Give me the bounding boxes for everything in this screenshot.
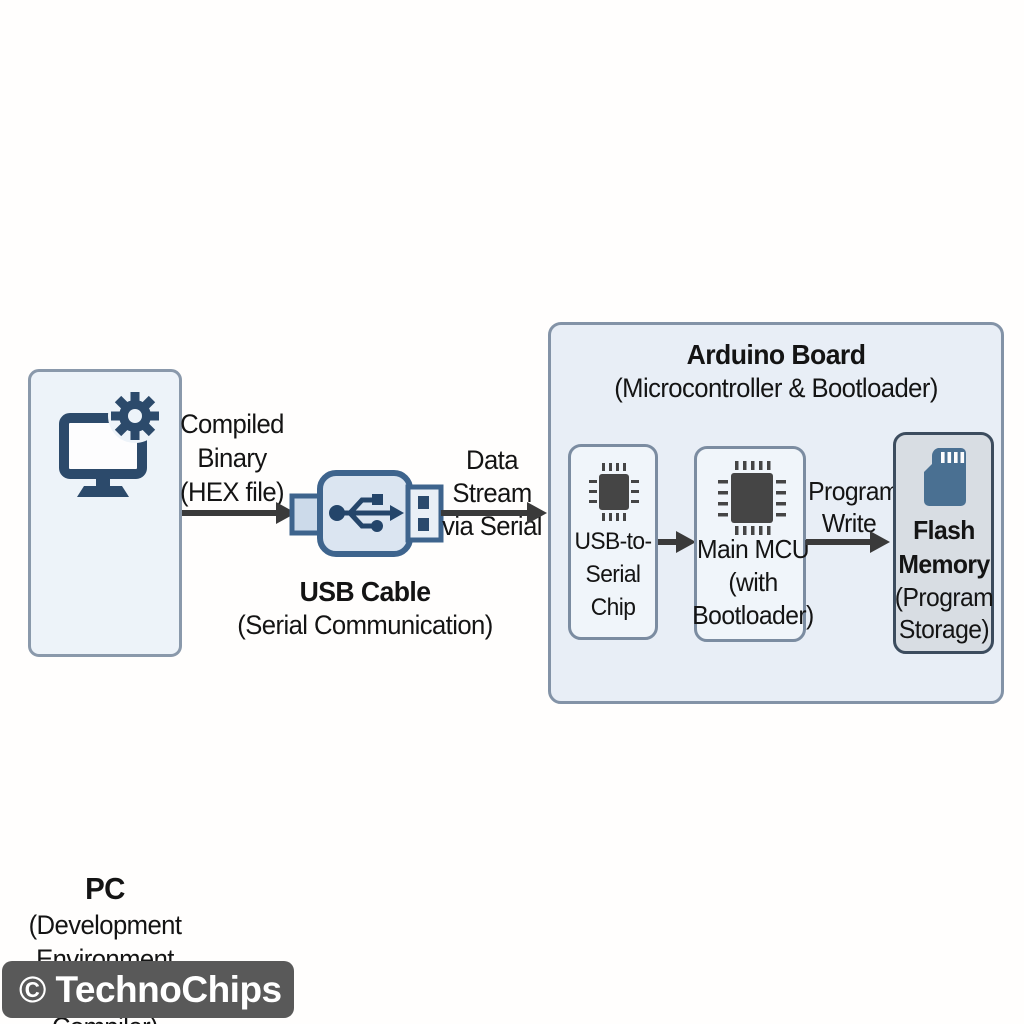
main-mcu-label: Main MCU (with Bootloader) [692,534,814,630]
chip-icon [718,461,786,535]
flash-memory-node: Flash Memory (Program Storage) [893,432,994,654]
usb-connector-icon [289,470,444,557]
usb-cable-subtitle: (Serial Communication) [237,610,493,640]
watermark-badge: © TechnoChips [2,961,294,1018]
usb-cable-title: USB Cable [299,576,431,607]
usb-serial-chip-node: USB-to- Serial Chip [568,444,658,640]
arduino-board-title: Arduino Board [686,339,866,370]
watermark-label: © TechnoChips [19,969,282,1010]
arrow-usb-to-board [441,510,529,516]
arduino-board-subtitle: (Microcontroller & Bootloader) [614,373,938,403]
program-write-label: Program Write [808,476,899,538]
arrowhead-mcu-to-flash [870,531,890,553]
data-stream-label: Data Stream via Serial [442,445,542,541]
flash-memory-subtitle: (Program Storage) [894,582,994,644]
pc-node: PC (Development Environment & Compiler) [28,369,182,1024]
arrow-mcu-to-flash [806,539,872,545]
arrowhead-serial-to-mcu [676,531,696,553]
main-mcu-node: Main MCU (with Bootloader) [692,446,814,642]
flash-memory-title: Flash Memory [898,515,990,579]
usb-serial-chip-label: USB-to- Serial Chip [574,528,652,621]
computer-gear-icon [59,389,162,497]
microsd-card-icon [924,448,966,506]
arrow-serial-to-mcu [658,539,678,545]
arrow-pc-to-usb [182,510,278,516]
compiled-binary-label: Compiled Binary (HEX file) [179,409,285,507]
arrowhead-usb-to-board [527,502,547,524]
pc-title: PC [85,871,125,906]
chip-icon [589,463,639,521]
